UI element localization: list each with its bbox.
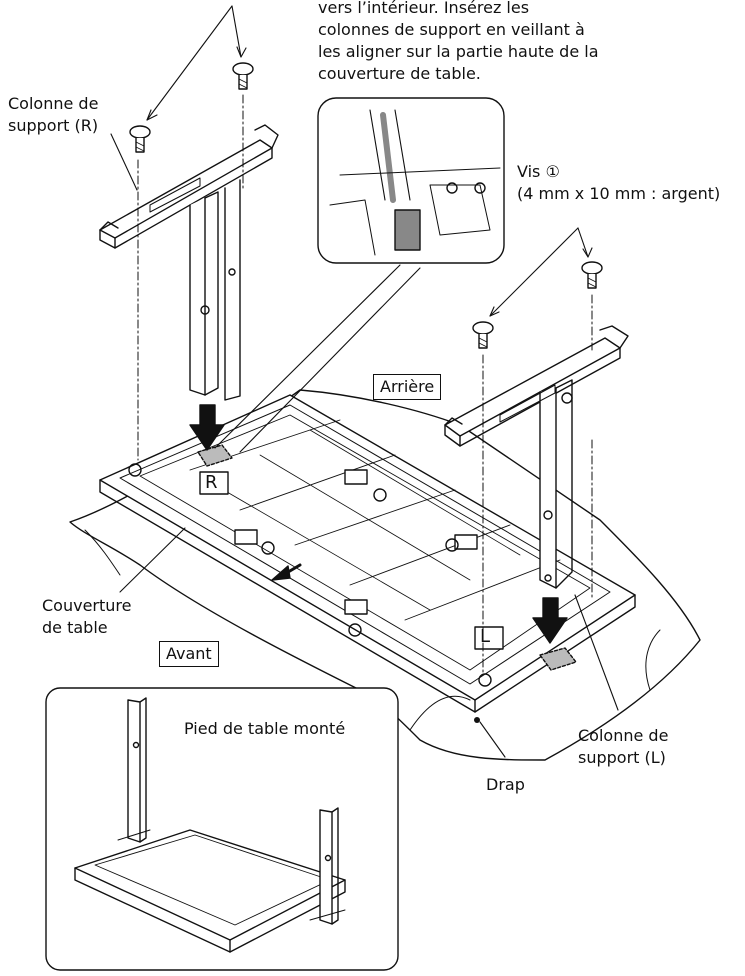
label-column-r-2: support (R)	[8, 116, 99, 135]
support-column-l	[444, 325, 629, 589]
label-sheet: Drap	[486, 775, 525, 794]
instruction-line-2: colonnes de support en veillant à	[318, 20, 585, 39]
label-back: Arrière	[373, 374, 442, 400]
zoom-callout	[317, 97, 505, 264]
label-front: Avant	[159, 641, 219, 667]
mark-l: L	[480, 626, 491, 647]
label-column-r-1: Colonne de	[8, 94, 99, 113]
instruction-line-3: les aligner sur la partie haute de la	[318, 42, 599, 61]
sheet-cloth	[69, 389, 701, 761]
insert-arrow-r	[189, 404, 225, 451]
label-table-cover-2: de table	[42, 618, 108, 637]
inset-assembled	[45, 687, 399, 971]
support-column-r	[99, 124, 279, 401]
mark-r: R	[205, 472, 218, 493]
label-screw-1: Vis ①	[517, 162, 560, 181]
label-column-l-2: support (L)	[578, 748, 666, 767]
label-assembled: Pied de table monté	[184, 719, 346, 738]
instruction-line-1: vers l’intérieur. Insérez les	[318, 0, 530, 17]
screws	[129, 62, 603, 349]
instruction-line-4: couverture de table.	[318, 64, 481, 83]
label-table-cover-1: Couverture	[42, 596, 132, 615]
label-screw-2: (4 mm x 10 mm : argent)	[517, 184, 721, 203]
insert-arrow-l	[532, 597, 568, 644]
label-column-l-1: Colonne de	[578, 726, 669, 745]
